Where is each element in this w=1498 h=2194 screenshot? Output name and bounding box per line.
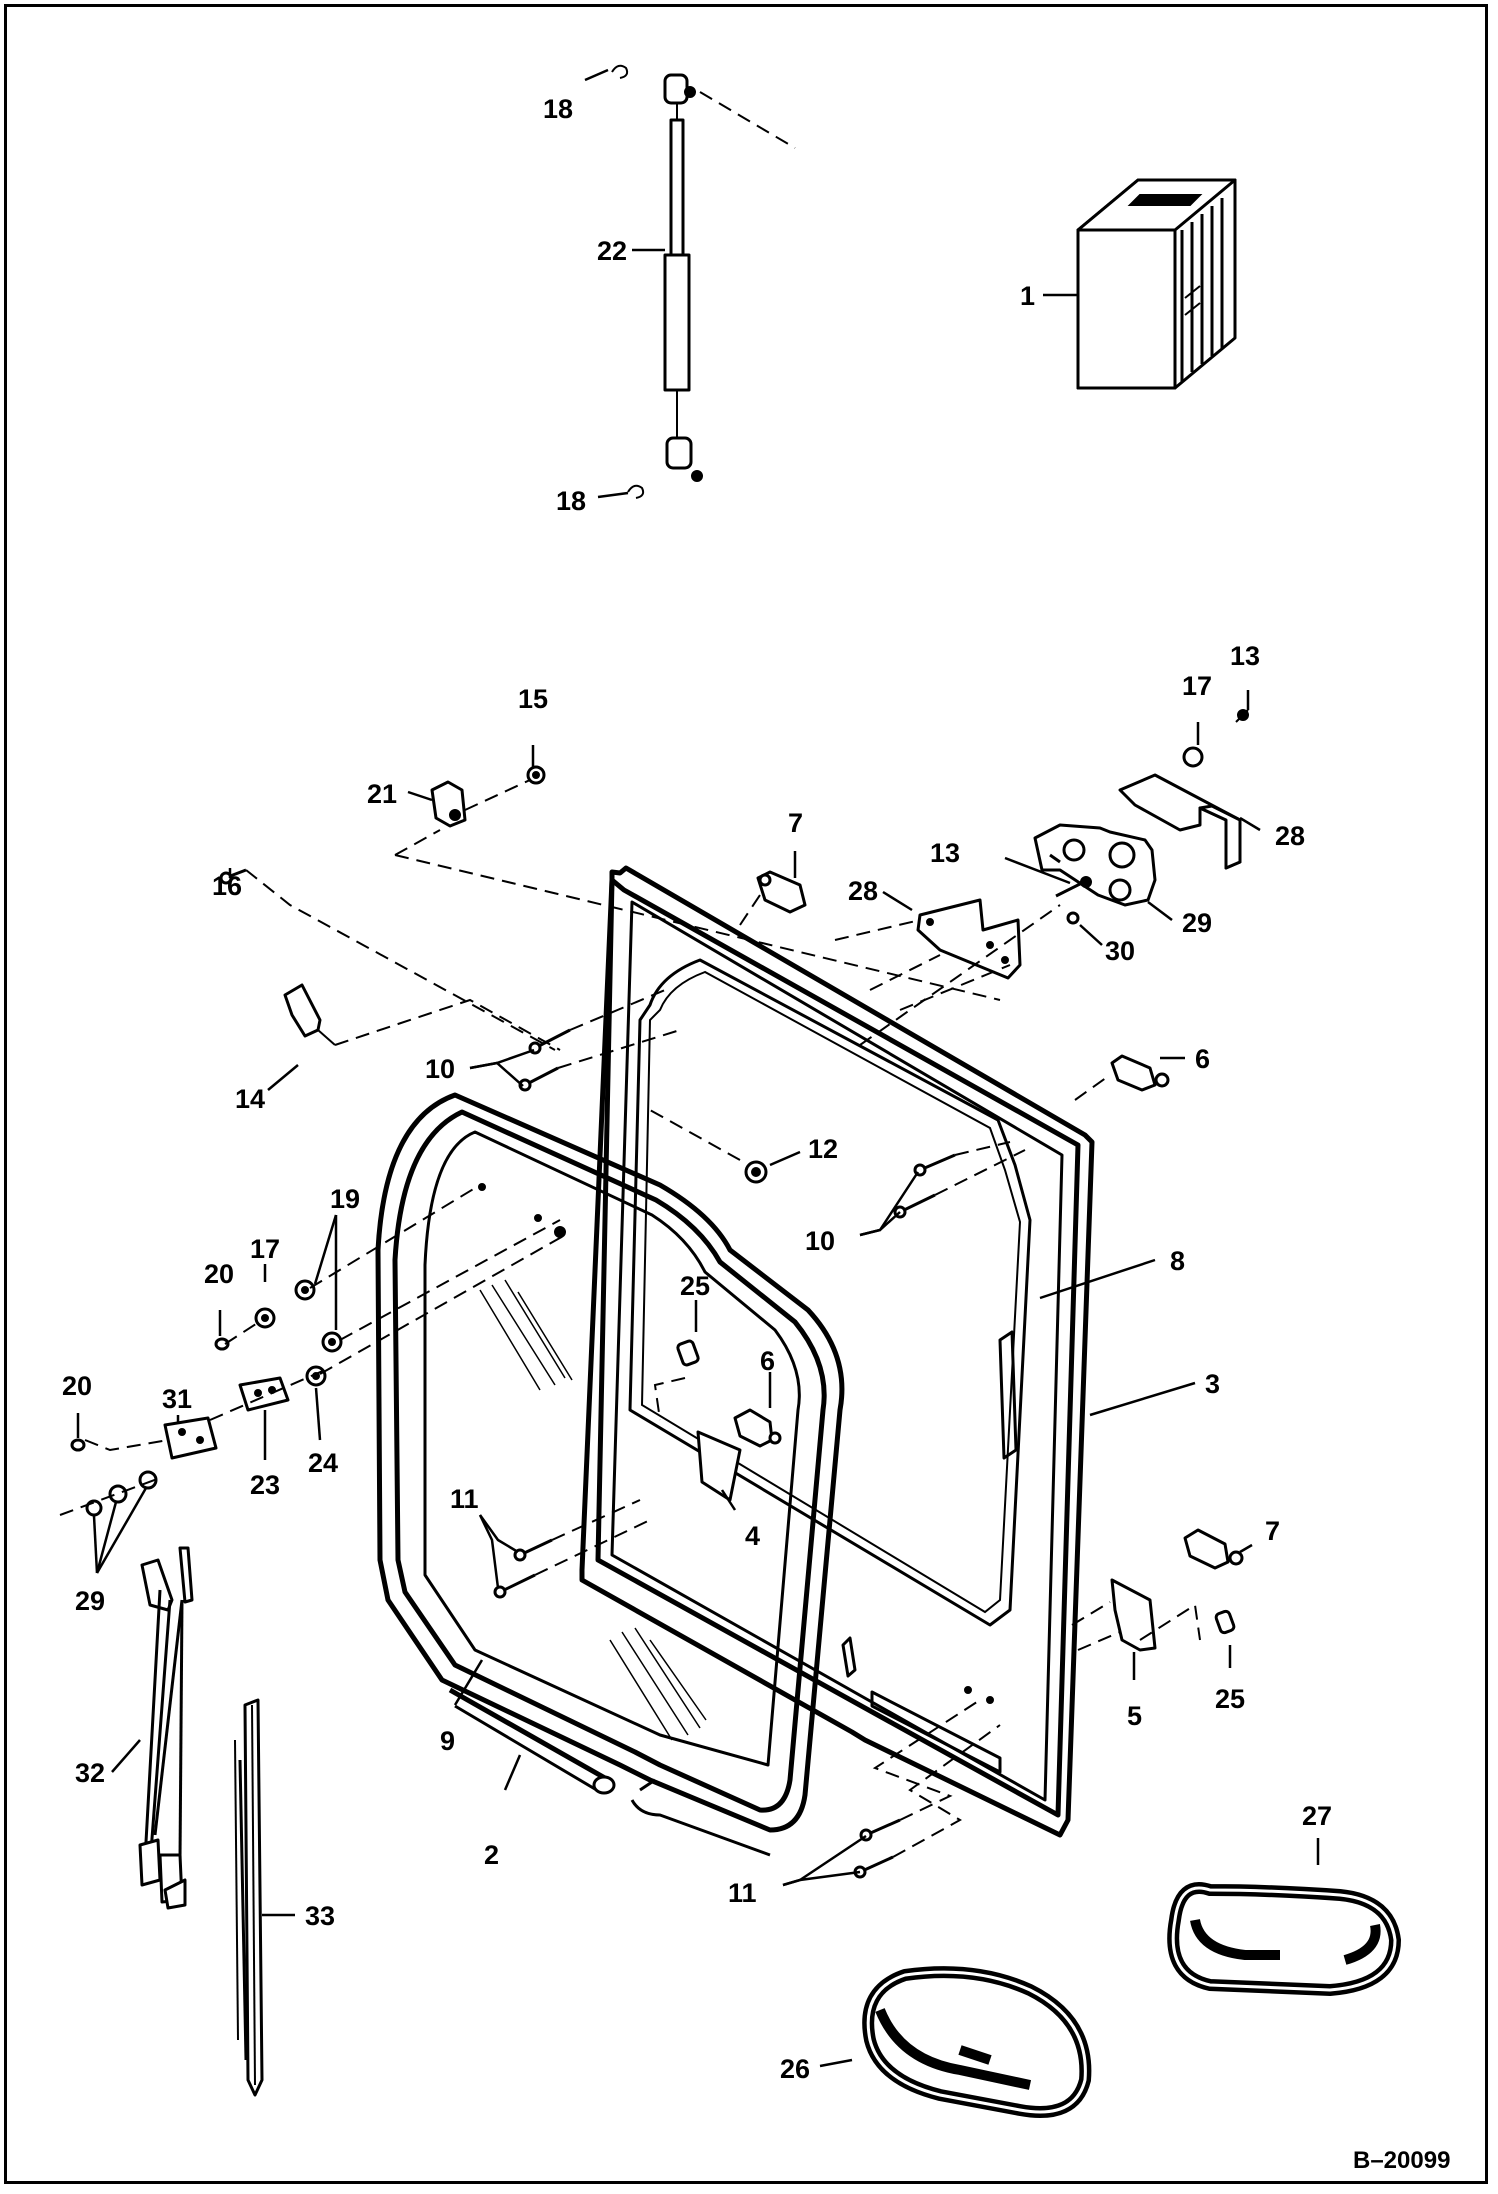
callout-28-right: 28	[1275, 821, 1305, 851]
callout-11-middle: 11	[450, 1484, 479, 1514]
part-3-window-frame	[579, 865, 1095, 1838]
part-7-latch-top	[739, 870, 807, 926]
part-25-pin-middle	[653, 1339, 700, 1421]
callout-11-lower: 11	[728, 1878, 757, 1908]
callout-20-lower: 20	[62, 1371, 92, 1401]
part-22-gas-strut	[663, 73, 796, 482]
callout-3: 3	[1205, 1369, 1220, 1399]
callout-25-middle: 25	[680, 1271, 710, 1301]
callout-31: 31	[162, 1384, 192, 1414]
callout-18-top: 18	[543, 94, 573, 124]
callout-33: 33	[305, 1901, 335, 1931]
callout-13-top: 13	[1230, 641, 1260, 671]
part-1-box	[1076, 178, 1237, 390]
left-hinge-hardware	[59, 1183, 566, 1517]
part-11-screws-middle	[493, 1499, 651, 1599]
callout-17-left: 17	[250, 1234, 280, 1264]
part-6-latch-middle	[733, 1408, 782, 1448]
callout-12: 12	[808, 1134, 838, 1164]
callout-1: 1	[1020, 281, 1035, 311]
leader-lines	[76, 68, 1320, 2068]
callout-10-left: 10	[425, 1054, 455, 1084]
callout-30: 30	[1105, 936, 1135, 966]
callout-2: 2	[484, 1840, 499, 1870]
callout-6-middle: 6	[760, 1346, 775, 1376]
callout-27: 27	[1302, 1801, 1332, 1831]
left-top-hardware	[219, 765, 1026, 1219]
callout-26: 26	[780, 2054, 810, 2084]
callout-29-left: 29	[75, 1586, 105, 1616]
lower-right-latch	[1071, 1528, 1244, 1652]
hinge-assembly	[834, 709, 1249, 1046]
callout-6-right: 6	[1195, 1044, 1210, 1074]
part-11-screws-lower	[853, 1686, 1001, 1879]
callout-16: 16	[212, 871, 242, 901]
part-18-clip-top	[611, 64, 629, 79]
callout-labels: 1 2 3 4 5 6 6 7 7 8 9 10 10 11 11 12 13 …	[62, 94, 1450, 2174]
callout-19: 19	[330, 1184, 360, 1214]
callout-29-right: 29	[1182, 908, 1212, 938]
part-27-seal	[1167, 1882, 1402, 1997]
reference-code: B–20099	[1353, 2147, 1450, 2174]
part-18-clip-bottom	[627, 484, 645, 499]
callout-17-top: 17	[1182, 671, 1212, 701]
callout-4: 4	[745, 1521, 760, 1551]
callout-32: 32	[75, 1758, 105, 1788]
callout-24: 24	[308, 1448, 338, 1478]
callout-7-lower: 7	[1265, 1516, 1280, 1546]
callout-7-top: 7	[788, 808, 803, 838]
callout-9: 9	[440, 1726, 455, 1756]
callout-25-lower: 25	[1215, 1684, 1245, 1714]
callout-8: 8	[1170, 1246, 1185, 1276]
part-32-wiper-arm	[138, 1546, 194, 1910]
callout-21: 21	[367, 779, 397, 809]
diagram-border	[4, 4, 1488, 2184]
callout-28-left: 28	[848, 876, 878, 906]
callout-10-right: 10	[805, 1226, 835, 1256]
callout-14: 14	[235, 1084, 265, 1114]
callout-23: 23	[250, 1470, 280, 1500]
part-33-wiper-blade	[234, 1698, 264, 2097]
callout-22: 22	[597, 236, 627, 266]
callout-20-upper: 20	[204, 1259, 234, 1289]
callout-18-bottom: 18	[556, 486, 586, 516]
part-26-seal	[862, 1966, 1092, 2118]
part-2-door-frame	[375, 1092, 845, 1857]
callout-5: 5	[1127, 1701, 1142, 1731]
callout-13-middle: 13	[930, 838, 960, 868]
part-6-latch-right	[1074, 1054, 1170, 1101]
callout-15: 15	[518, 684, 548, 714]
